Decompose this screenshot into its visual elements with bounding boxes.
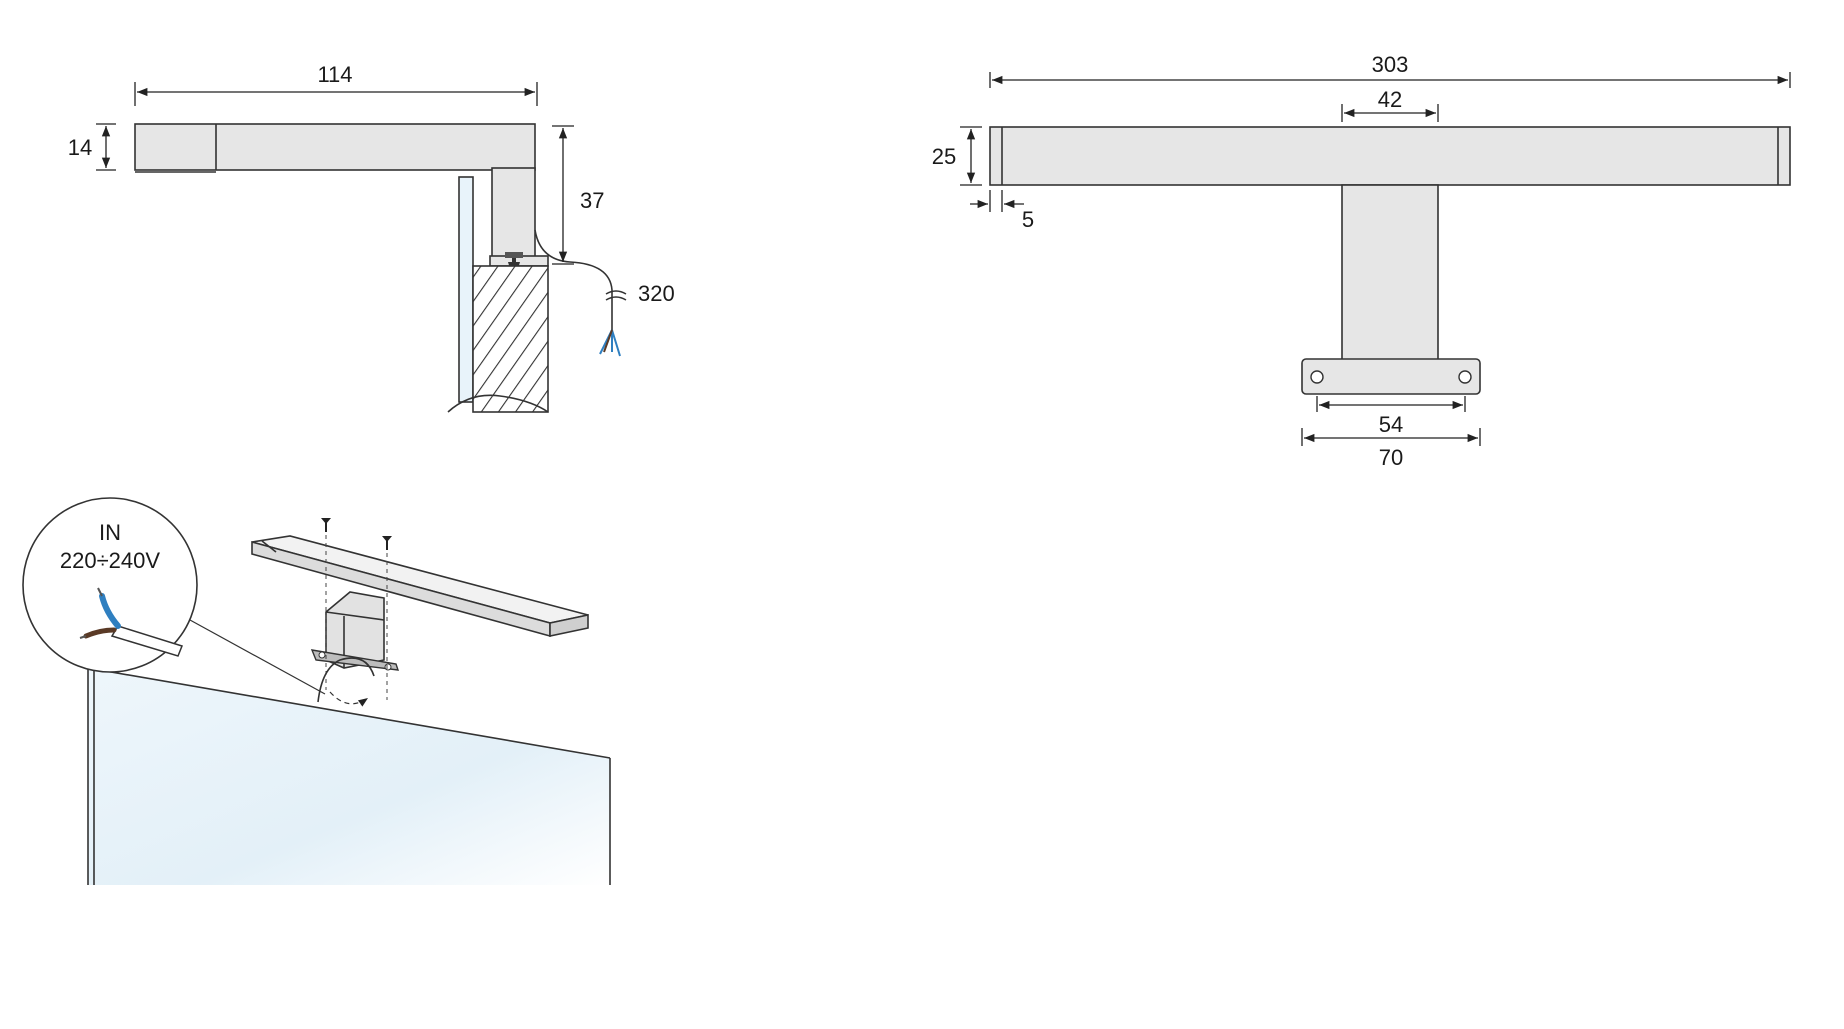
screw-icon: [382, 536, 392, 550]
dim-stem-label: 42: [1378, 87, 1402, 112]
input-label: IN: [99, 520, 121, 545]
dim-end-cap-label: 5: [1022, 207, 1034, 232]
side-mirror-glass: [458, 176, 474, 403]
callout-leader: [189, 619, 326, 695]
mounting-hole-left: [1310, 370, 1324, 384]
mirror-panel: [88, 668, 610, 885]
install-base-plate: [310, 649, 400, 671]
dim-drop-label: 37: [580, 188, 604, 213]
side-stem: [491, 167, 536, 263]
front-light-bar: [989, 126, 1791, 186]
cabinet-wall: [472, 265, 549, 413]
front-base-plate: [1301, 358, 1481, 395]
side-cable: [534, 229, 613, 330]
dim-height-label: 14: [68, 135, 92, 160]
voltage-label: 220÷240V: [60, 548, 160, 573]
mounting-hole-right: [1458, 370, 1472, 384]
dim-width-label: 114: [317, 62, 352, 87]
front-view: 303 42 25 5 54 70: [932, 52, 1791, 470]
screw-icon: [321, 518, 331, 532]
dim-total-label: 303: [1372, 52, 1409, 77]
side-view: 114 14 37 320: [68, 62, 675, 413]
side-arm: [134, 123, 536, 171]
install-cable: [317, 657, 375, 703]
install-view: IN 220÷240V: [22, 497, 611, 885]
wire-icon: [79, 587, 183, 657]
front-stem: [1341, 184, 1439, 362]
dim-hole-spacing-label: 54: [1379, 412, 1403, 437]
wire-detail-callout: [22, 497, 198, 673]
dim-cable-label: 320: [638, 281, 675, 306]
dim-base-label: 70: [1379, 445, 1403, 470]
dim-bar-height-label: 25: [932, 144, 956, 169]
install-light-bar: [251, 535, 589, 624]
